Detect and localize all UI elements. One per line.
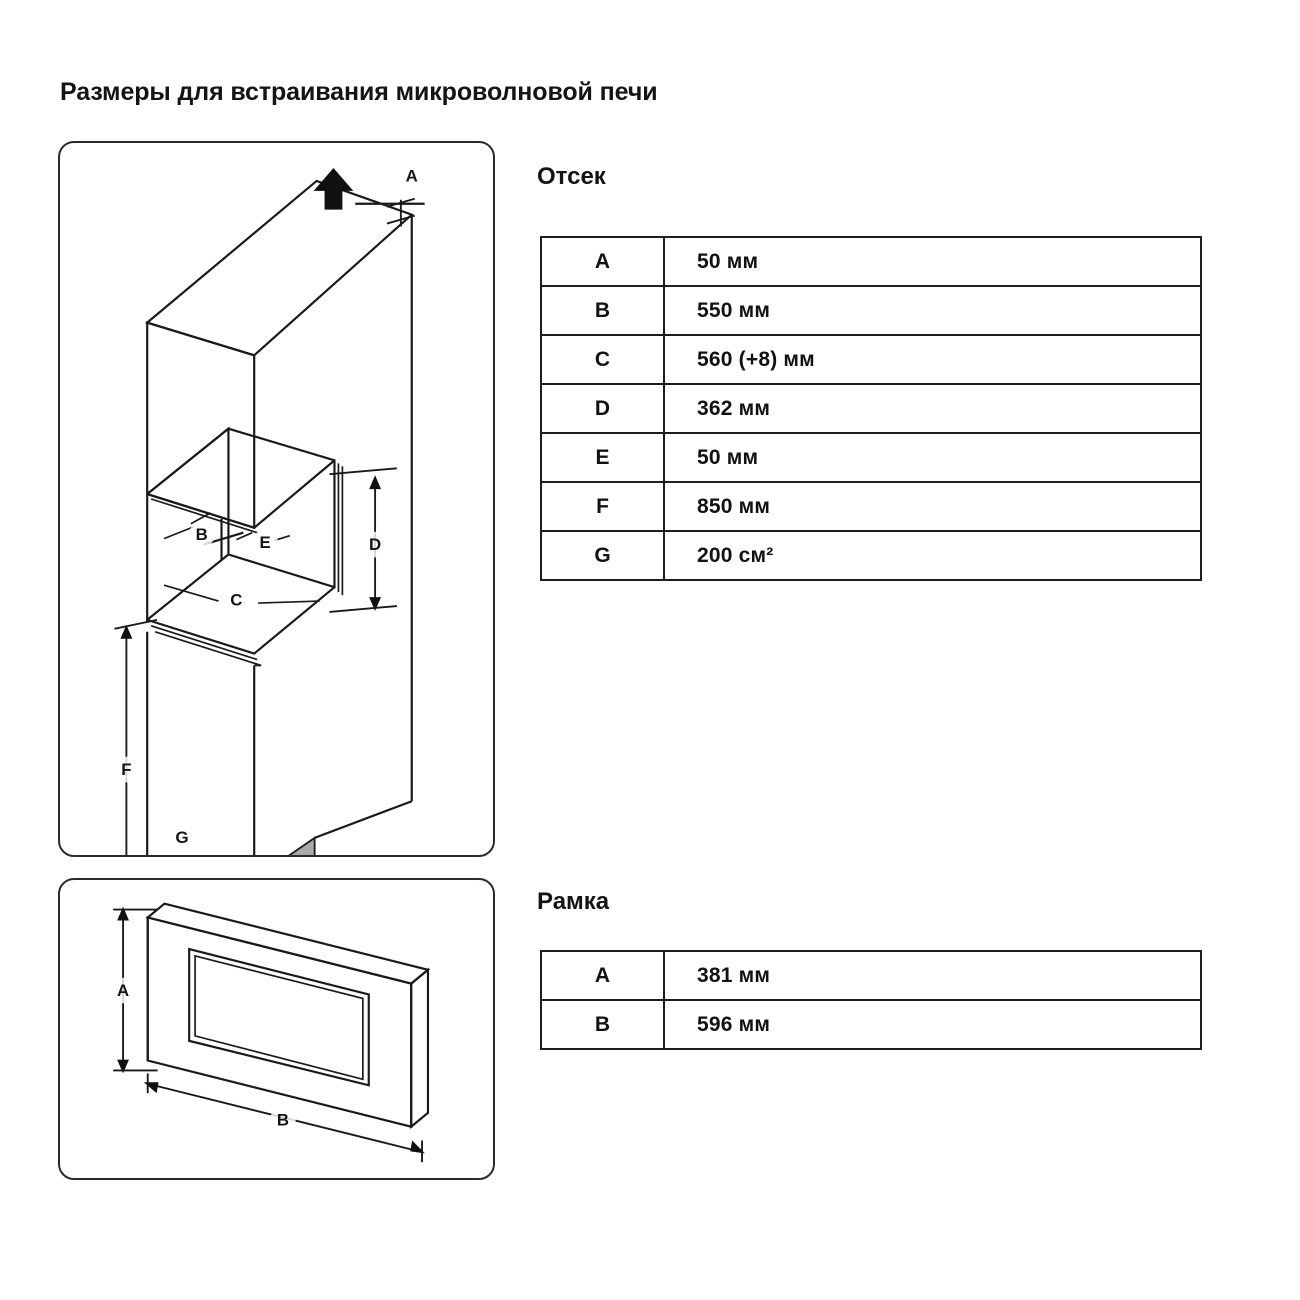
vent-area-g: [288, 836, 316, 855]
cabinet-right-wall: [314, 214, 413, 839]
page-title: Размеры для встраивания микроволновой пе…: [60, 78, 658, 106]
spec-row-value: 850 мм: [663, 481, 1202, 532]
spec-row-key: D: [540, 383, 665, 434]
callout-label-e: E: [252, 529, 278, 556]
section-heading-frame: Рамка: [537, 888, 610, 915]
cabinet-lower-front: [146, 631, 256, 855]
spec-row-value: 200 см²: [663, 530, 1202, 581]
spec-row-value: 50 мм: [663, 236, 1202, 287]
spec-row-key: E: [540, 432, 665, 483]
callout-e-text: E: [259, 533, 270, 552]
spec-row-key: C: [540, 334, 665, 385]
section-heading-compartment: Отсек: [537, 163, 606, 190]
spec-row-key: A: [540, 950, 665, 1001]
callout-label-a: A: [398, 163, 425, 189]
callout-label-d: D: [362, 531, 388, 558]
cabinet-niche: [146, 426, 344, 667]
trim-frame-window: [188, 947, 370, 1087]
callout-label-b: B: [188, 521, 215, 548]
spec-row-value: 50 мм: [663, 432, 1202, 483]
callout-c-text: C: [230, 591, 242, 610]
callout-d-text: D: [369, 535, 381, 554]
spec-row-value: 596 мм: [663, 999, 1202, 1050]
callout-label-b-frame: B: [270, 1106, 296, 1133]
cabinet-upper-front: [146, 321, 256, 530]
callout-a-text: A: [406, 166, 418, 185]
callout-label-g-overlay: G: [168, 826, 196, 850]
callout-label-a-frame: A: [110, 977, 136, 1004]
airflow-arrow-up: [313, 168, 354, 210]
spec-row-key: A: [540, 236, 665, 287]
spec-row-value: 560 (+8) мм: [663, 334, 1202, 385]
callout-label-f: F: [113, 756, 140, 783]
spec-row-key: F: [540, 481, 665, 532]
callout-f-text: F: [121, 760, 131, 779]
spec-row-key: B: [540, 999, 665, 1050]
spec-row-value: 362 мм: [663, 383, 1202, 434]
callout-b-frame-text: B: [277, 1110, 289, 1129]
diagram-panel-niche: A B E C D F G: [58, 141, 495, 857]
spec-row-key: B: [540, 285, 665, 336]
spec-row-value: 381 мм: [663, 950, 1202, 1001]
frame-drawing: A B: [110, 902, 431, 1163]
diagram-panel-frame: A B: [58, 878, 495, 1180]
callout-a-frame-text: A: [117, 981, 129, 1000]
spec-row-value: 550 мм: [663, 285, 1202, 336]
callout-a-dimension: [355, 197, 425, 227]
callout-b-text: B: [196, 525, 208, 544]
callout-label-c: C: [223, 587, 250, 613]
callout-f-dimension: [114, 618, 158, 855]
spec-row-key: G: [540, 530, 665, 581]
cabinet-top-face: [144, 179, 414, 357]
niche-drawing: A B E C D F G: [113, 163, 425, 855]
trim-frame-body: [145, 902, 431, 1129]
